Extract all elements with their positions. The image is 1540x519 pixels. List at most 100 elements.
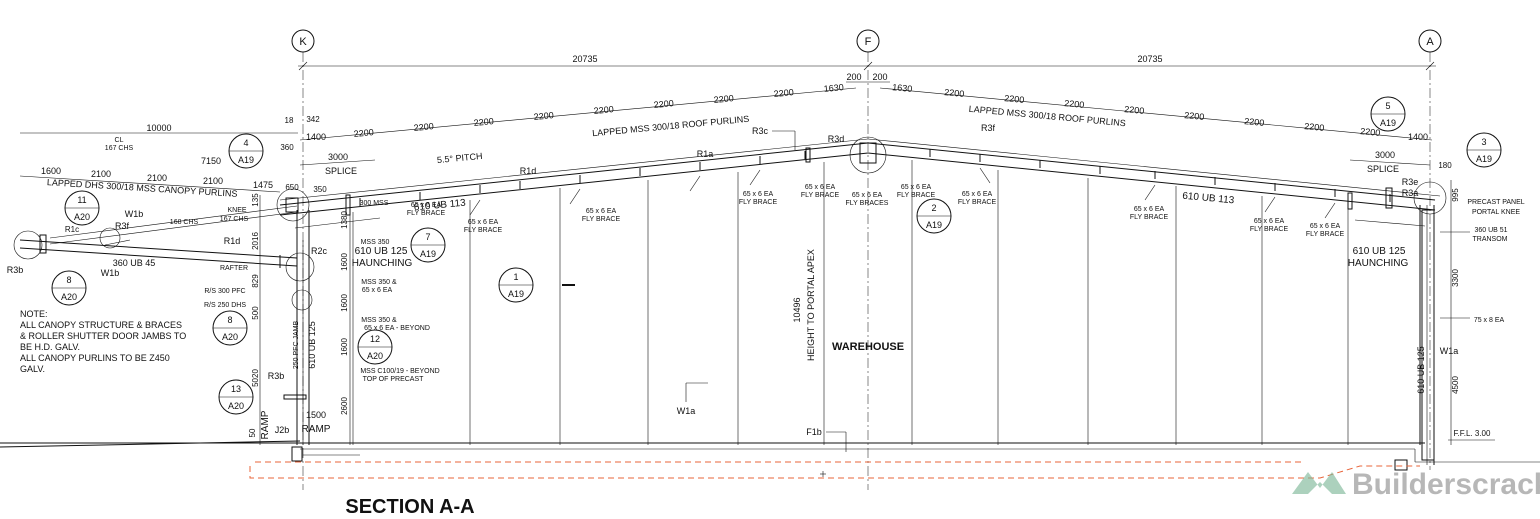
note-line-5: ALL CANOPY PURLINS TO BE Z450 (20, 353, 170, 363)
callout-1: 1 A19 (498, 267, 534, 303)
dim-3000-left: 3000 (328, 152, 348, 162)
haunch-right-1: 610 UB 125 (1353, 246, 1406, 257)
dim-1600-a: 1600 (340, 253, 349, 271)
roof-rafters: 5.5° PITCH 610 UB 113 610 UB 113 (276, 136, 1447, 229)
fly-brace-8-l1: 65 x 6 EA (962, 191, 993, 198)
mss350c-2: 65 x 6 EA - BEYOND (364, 325, 430, 332)
ub45-label: 360 UB 45 (113, 258, 156, 268)
dim-purlin-r5: 2200 (1184, 110, 1205, 122)
chs168-label: 168 CHS (170, 219, 199, 226)
dim-purlin-l5: 2200 (593, 104, 614, 116)
fly-brace-1-l2: FLY BRACE (407, 210, 446, 217)
note-line-3: & ROLLER SHUTTER DOOR JAMBS TO (20, 331, 186, 341)
watermark-text: Builderscrack (1352, 468, 1540, 501)
svg-text:A19: A19 (420, 249, 436, 259)
note-line-1: NOTE: (20, 309, 48, 319)
dim-apex-left: 200 (846, 72, 861, 82)
dim-1600-b: 1600 (340, 294, 349, 312)
svg-text:2: 2 (931, 203, 936, 213)
fly-brace-1-l1: 65 x 6 EA (411, 202, 442, 209)
haunch-left-1: 610 UB 125 (355, 246, 408, 257)
columns (283, 205, 1435, 471)
ub125-col-left: 610 UB 125 (307, 321, 317, 369)
dim-50: 50 (248, 428, 257, 437)
transom-1: 360 UB 51 (1474, 227, 1507, 234)
fly-brace-11-l1: 65 x 6 EA (1310, 223, 1341, 230)
ffl-label: F.F.L. 3.00 (1454, 429, 1491, 438)
note-line-6: GALV. (20, 364, 45, 374)
fly-brace-10-l1: 65 x 6 EA (1254, 218, 1285, 225)
dim-apex-right: 200 (872, 72, 887, 82)
ground-slab (0, 440, 1540, 479)
haunch-right-2: HAUNCHING (1348, 258, 1409, 269)
dim-500: 500 (251, 306, 260, 320)
member-r3b-col: R3b (268, 371, 285, 381)
svg-text:A19: A19 (508, 289, 524, 299)
dim-1380: 1380 (340, 211, 349, 229)
member-w1b-a: W1b (125, 209, 144, 219)
right-annotations: R1a R3c R3d R3f R3e R3a 610 UB 125 HAUNC… (697, 123, 1525, 445)
dim-1600-c: 1600 (340, 338, 349, 356)
dim-purlin-l3: 2200 (473, 116, 494, 128)
ub125-col-right: 610 UB 125 (1416, 346, 1426, 394)
dim-purlin-r7: 2200 (1304, 121, 1325, 133)
dim-1400-left: 1400 (306, 132, 326, 142)
mss350b-2: 65 x 6 EA (362, 287, 393, 294)
purlins-left-label: LAPPED MSS 300/18 ROOF PURLINS (592, 114, 750, 139)
chs167b-label: 167 CHS (220, 216, 249, 223)
member-r3a: R3a (1402, 188, 1419, 198)
svg-text:1: 1 (513, 272, 518, 282)
warehouse-label: WAREHOUSE (832, 341, 904, 353)
ea75-label: 75 x 8 EA (1474, 317, 1505, 324)
member-w1a-right: W1a (1440, 346, 1459, 356)
precast-2: PORTAL KNEE (1472, 209, 1520, 216)
mss350c-1: MSS 350 & (361, 317, 397, 324)
transom-2: TRANSOM (1473, 236, 1508, 243)
dim-purlin-r8: 2200 (1360, 126, 1381, 138)
fly-brace-2-l1: 65 x 6 EA (468, 219, 499, 226)
note-line-4: BE H.D. GALV. (20, 342, 80, 352)
member-r3c: R3c (752, 126, 769, 136)
member-r1c: R1c (65, 225, 79, 234)
dim-end-right: 1630 (892, 82, 913, 94)
fly-brace-8-l2: FLY BRACE (958, 199, 997, 206)
svg-text:A19: A19 (1380, 118, 1396, 128)
callout-7: 7 A19 (410, 227, 446, 263)
ramp-1-label: RAMP (260, 410, 271, 439)
dim-end-left: 1630 (823, 82, 844, 94)
member-r3b-left: R3b (7, 265, 24, 275)
dim-canopy: 10000 (146, 123, 171, 133)
svg-text:4: 4 (243, 138, 248, 148)
fly-brace-10-l2: FLY BRACE (1250, 226, 1289, 233)
callout-12: 12 A20 (357, 329, 393, 365)
dim-18: 18 (285, 116, 294, 125)
member-r1d-a: R1d (224, 236, 241, 246)
fly-brace-9-l2: FLY BRACE (1130, 214, 1169, 221)
dim-2100-c: 2100 (203, 176, 223, 186)
left-annotations: 300 MSS R1d MSS 350 610 UB 125 HAUNCHING… (248, 166, 536, 445)
member-r2c: R2c (311, 246, 328, 256)
pfc-jamb-label: 250 PFC JAMB (293, 321, 300, 370)
callout-3: 3 A19 (1466, 132, 1502, 168)
ub113-left-label: 610 UB 113 (413, 198, 466, 214)
dim-span-left: 20735 (572, 54, 597, 64)
member-f1b: F1b (806, 427, 822, 437)
rs250-label: R/S 250 DHS (204, 302, 246, 309)
fly-brace-3-l1: 65 x 6 EA (586, 208, 617, 215)
svg-text:A20: A20 (228, 401, 244, 411)
callout-11: 11 A20 (64, 190, 100, 226)
dim-342: 342 (306, 115, 320, 124)
fly-brace-9-l1: 65 x 6 EA (1134, 206, 1165, 213)
dim-1400-right: 1400 (1408, 132, 1428, 142)
precast-1: PRECAST PANEL (1467, 199, 1524, 206)
mss300-label: 300 MSS (360, 200, 389, 207)
dim-1475: 1475 (253, 180, 273, 190)
fly-brace-2-l2: FLY BRACE (464, 227, 503, 234)
fly-brace-4-l1: 65 x 6 EA (743, 191, 774, 198)
canopy: R1c R3f W1b 168 CHS 167 CHS KNEE R3b W1b… (7, 205, 298, 309)
dim-span-right: 20735 (1137, 54, 1162, 64)
dim-2600: 2600 (340, 397, 349, 415)
splice-right: SPLICE (1367, 164, 1399, 174)
dim-180: 180 (1438, 161, 1452, 170)
callout-5: 5 A19 (1370, 96, 1406, 132)
